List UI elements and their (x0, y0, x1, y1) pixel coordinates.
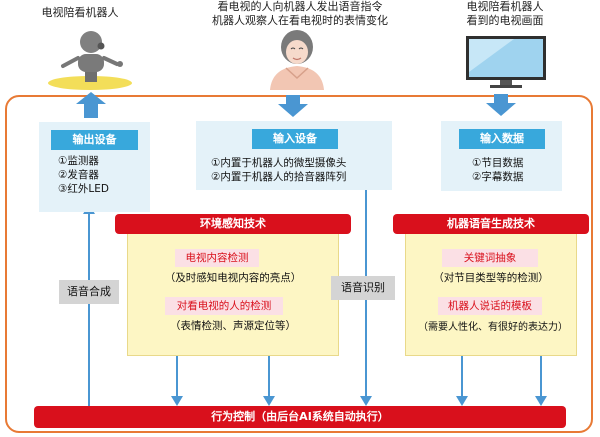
output-item-monitor: ①监测器 (58, 155, 99, 167)
robot-icon (48, 31, 132, 90)
speech-template-desc: （需要人性化、有很好的表达力） (418, 322, 568, 333)
keyword-extraction-desc: （对节目类型等的检测） (433, 272, 549, 284)
keyword-extraction-tag: 关键词抽象 (442, 249, 538, 267)
input-data-list: ①节目数据 ②字幕数据 (472, 156, 562, 184)
person-label-line2: 机器人观察人在看电视时的表情变化 (212, 14, 388, 27)
input-data-item-subtitle: ②字幕数据 (472, 171, 524, 183)
behavior-control-bar: 行为控制（由后台AI系统自动执行） (34, 406, 566, 428)
output-item-speaker: ②发音器 (58, 169, 99, 181)
input-device-list: ①内置于机器人的微型摄像头 ②内置于机器人的拾音器阵列 (211, 156, 391, 184)
tv-label-line2: 看到的电视画面 (466, 14, 544, 27)
tv-content-detection-tag: 电视内容检测 (175, 249, 259, 267)
env-perception-title: 环境感知技术 (115, 214, 351, 234)
speech-generation-title: 机器语音生成技术 (393, 214, 589, 234)
robot-label: 电视陪看机器人 (41, 6, 119, 19)
input-data-item-program: ①节目数据 (472, 157, 524, 169)
input-data-title: 输入数据 (459, 129, 545, 149)
viewer-detection-tag: 对看电视的人的检测 (165, 297, 283, 315)
person-label-line1: 看电视的人向机器人发出语音指令 (217, 0, 383, 13)
output-device-title: 输出设备 (51, 130, 138, 150)
output-device-list: ①监测器 ②发音器 ③红外LED (58, 154, 148, 196)
viewer-detection-desc: （表情检测、声源定位等） (170, 320, 296, 332)
tv-label-line1: 电视陪看机器人 (466, 0, 544, 13)
input-item-microphone-array: ②内置于机器人的拾音器阵列 (211, 171, 347, 183)
speech-recognition-box: 语音识别 (331, 276, 395, 300)
env-perception-box (127, 228, 339, 356)
speech-template-tag: 机器人说话的模板 (438, 297, 542, 315)
output-item-infrared-led: ③红外LED (58, 183, 109, 195)
speech-synthesis-box: 语音合成 (59, 280, 119, 304)
tv-content-detection-desc: （及时感知电视内容的亮点） (164, 272, 302, 284)
tv-icon (466, 36, 546, 88)
speech-generation-box (405, 228, 577, 356)
person-icon (270, 30, 324, 90)
input-device-title: 输入设备 (252, 129, 338, 149)
input-item-camera: ①内置于机器人的微型摄像头 (211, 157, 347, 169)
